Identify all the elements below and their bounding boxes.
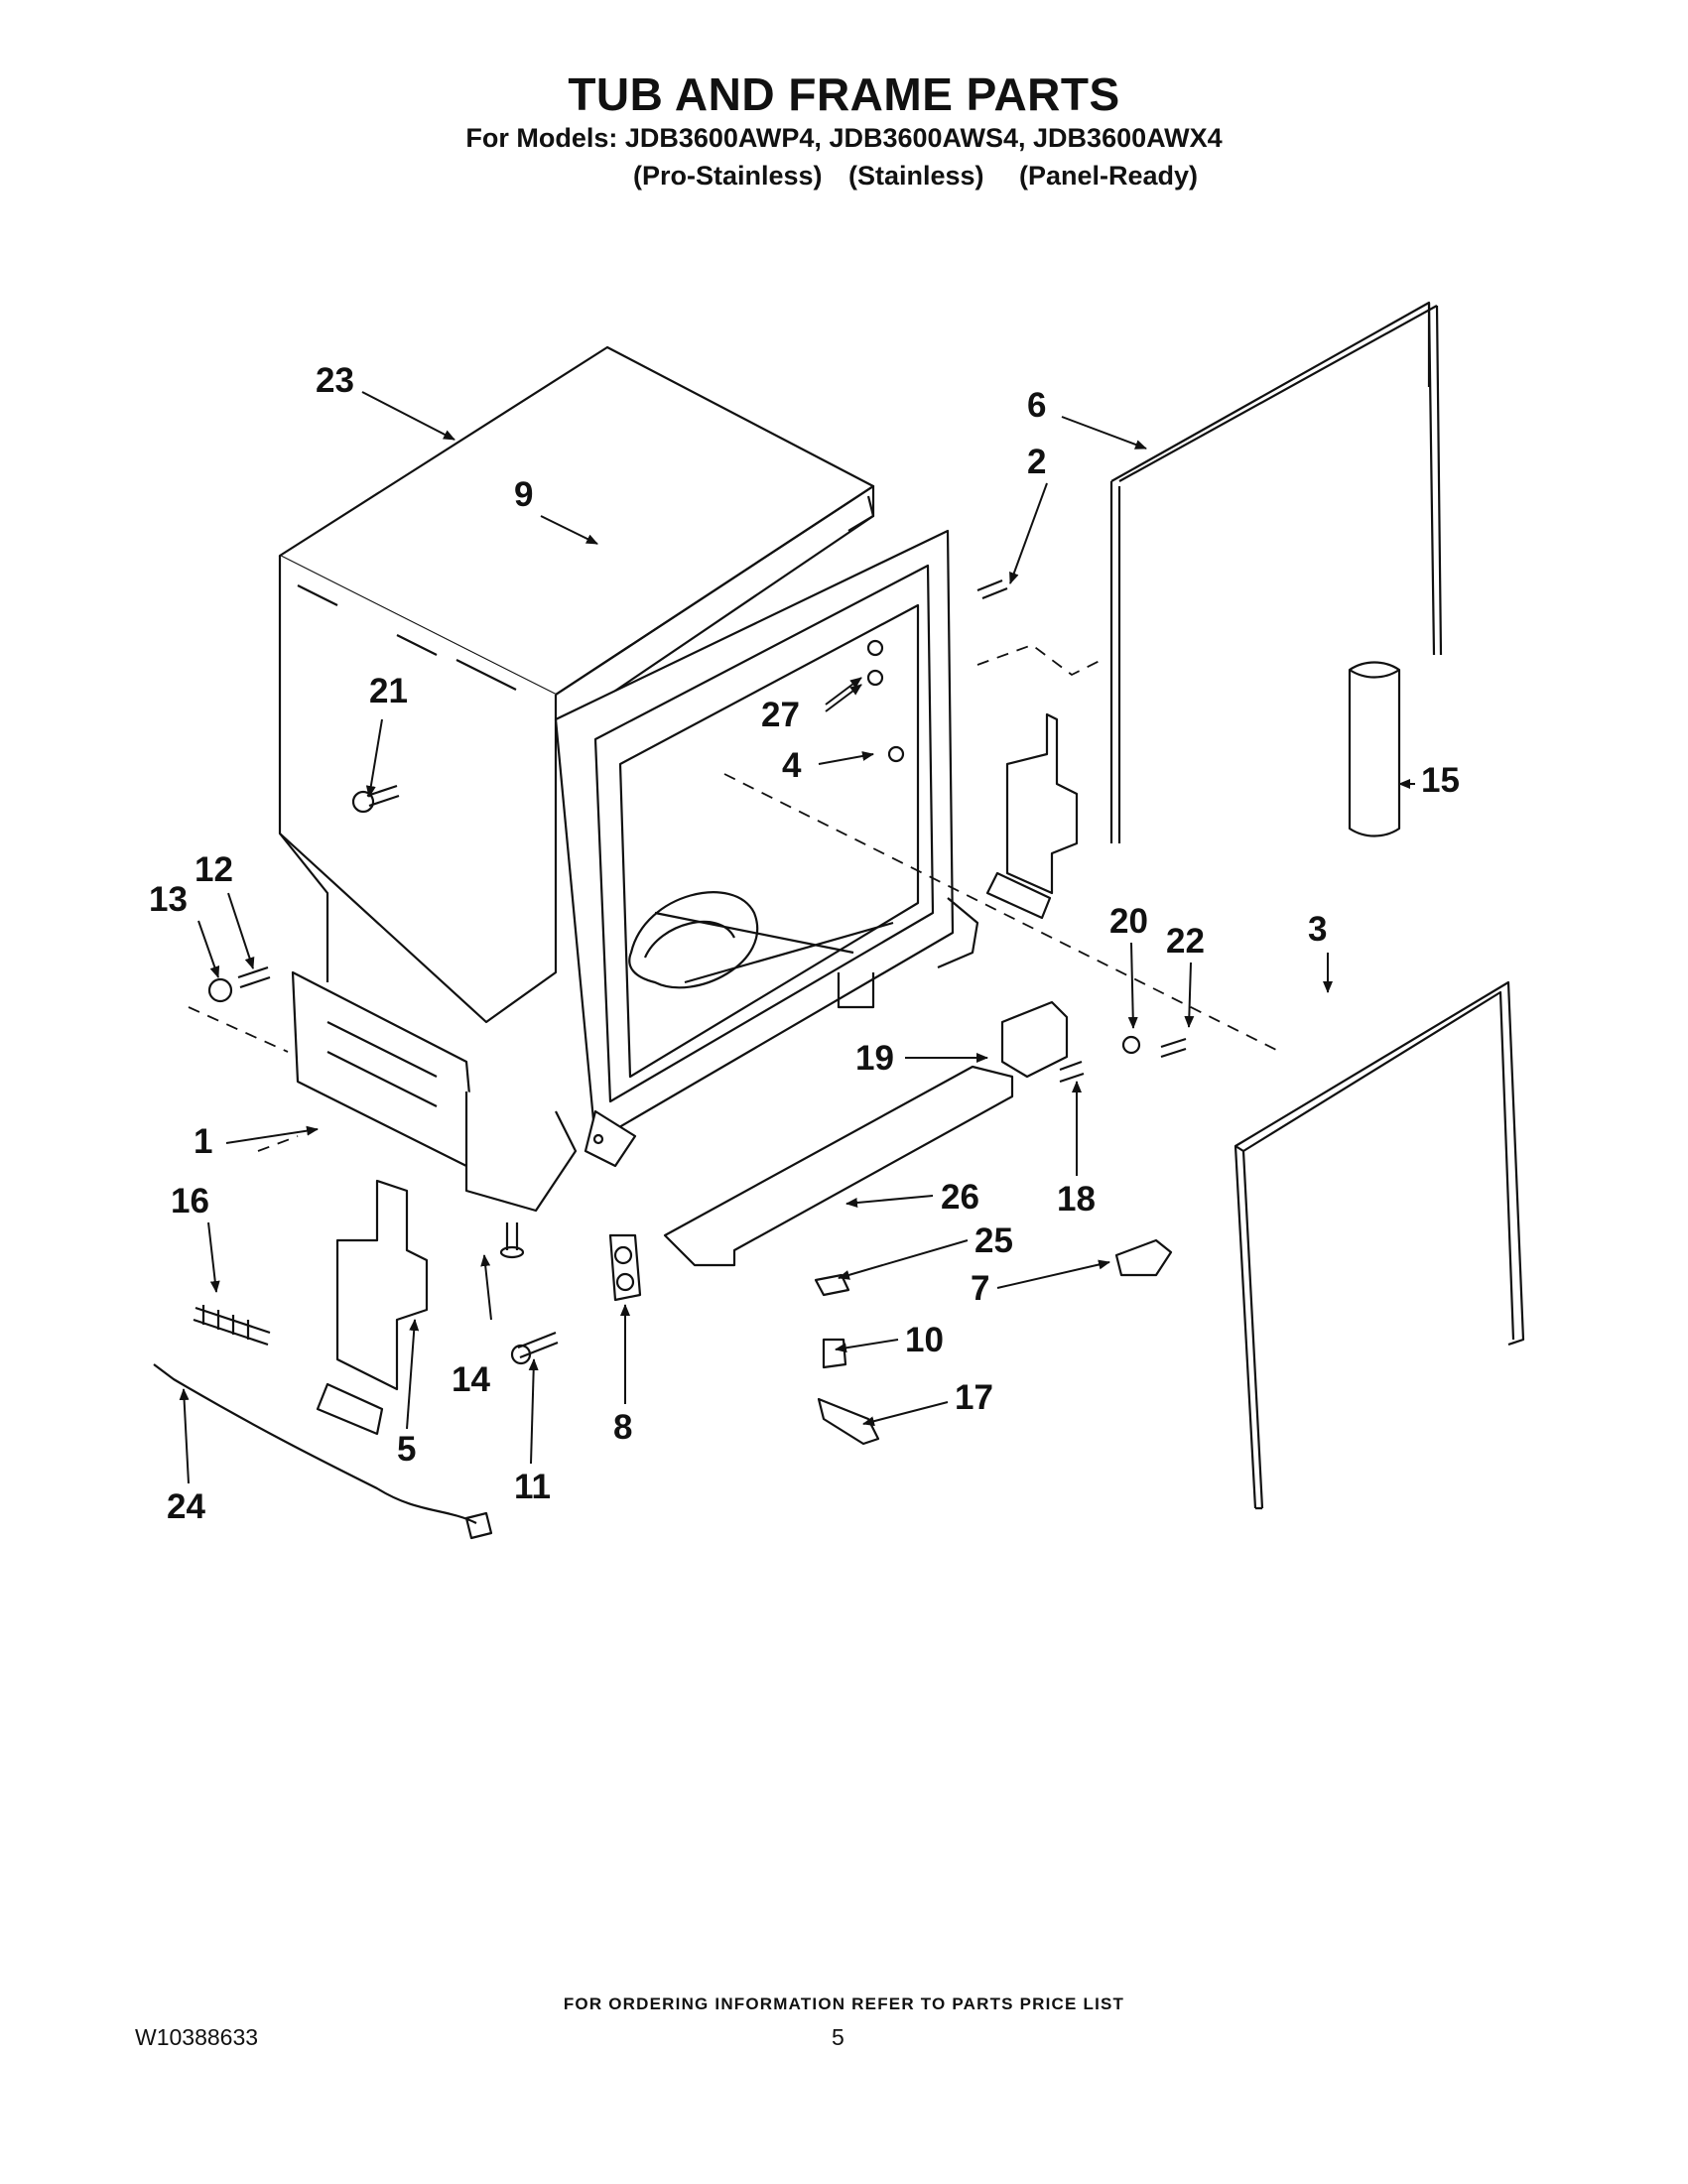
callout-1: 1 xyxy=(194,1122,212,1161)
callout-6: 6 xyxy=(1027,386,1046,425)
part-5-hinge-bracket xyxy=(335,1179,429,1391)
part-3-seal xyxy=(1234,980,1525,1509)
callout-21: 21 xyxy=(369,672,408,710)
page-number: 5 xyxy=(832,2024,844,2050)
callout-15: 15 xyxy=(1421,761,1460,800)
callout-arrows xyxy=(179,391,1415,1484)
callout-18: 18 xyxy=(1057,1180,1096,1219)
part-15-tube xyxy=(1348,661,1401,837)
callout-7: 7 xyxy=(971,1269,989,1308)
callout-13: 13 xyxy=(149,880,188,919)
part-25-clip xyxy=(814,1273,850,1297)
ordering-note: FOR ORDERING INFORMATION REFER TO PARTS … xyxy=(563,1994,1125,2013)
part-7-clip xyxy=(1114,1238,1173,1277)
callout-23: 23 xyxy=(316,361,354,400)
callout-20: 20 xyxy=(1109,902,1148,941)
callout-5: 5 xyxy=(397,1430,416,1469)
part-19-bracket xyxy=(1000,1000,1069,1079)
callout-9: 9 xyxy=(514,475,533,514)
part-24-cable xyxy=(153,1363,493,1540)
variant-pro-stainless: (Pro-Stainless) xyxy=(633,161,823,191)
callout-11: 11 xyxy=(514,1468,551,1506)
callout-14: 14 xyxy=(452,1360,490,1399)
part-16-spring xyxy=(193,1305,271,1347)
variant-stainless: (Stainless) xyxy=(848,161,984,191)
callout-8: 8 xyxy=(613,1408,632,1447)
callout-26: 26 xyxy=(941,1178,979,1217)
callout-12: 12 xyxy=(195,850,233,889)
callout-16: 16 xyxy=(171,1182,209,1220)
tub-assembly xyxy=(278,345,979,1213)
part-26-panel xyxy=(663,1065,1014,1267)
variant-panel-ready: (Panel-Ready) xyxy=(1019,161,1199,191)
callout-4: 4 xyxy=(782,746,802,785)
fasteners xyxy=(207,578,1187,1365)
callout-2: 2 xyxy=(1027,443,1046,481)
alignment-lines xyxy=(188,644,1281,1152)
callout-17: 17 xyxy=(955,1378,993,1417)
models-line: For Models: JDB3600AWP4, JDB3600AWS4, JD… xyxy=(465,123,1223,153)
callout-19: 19 xyxy=(855,1039,894,1078)
callout-24: 24 xyxy=(167,1487,205,1526)
callout-3: 3 xyxy=(1308,910,1327,949)
callout-10: 10 xyxy=(905,1321,944,1359)
part-17-bracket xyxy=(817,1397,880,1446)
page-title: TUB AND FRAME PARTS xyxy=(568,68,1120,120)
callout-27: 27 xyxy=(761,696,800,734)
document-number: W10388633 xyxy=(135,2024,259,2050)
part-10-switch xyxy=(822,1338,847,1369)
callout-22: 22 xyxy=(1166,922,1205,961)
callout-25: 25 xyxy=(974,1221,1013,1260)
